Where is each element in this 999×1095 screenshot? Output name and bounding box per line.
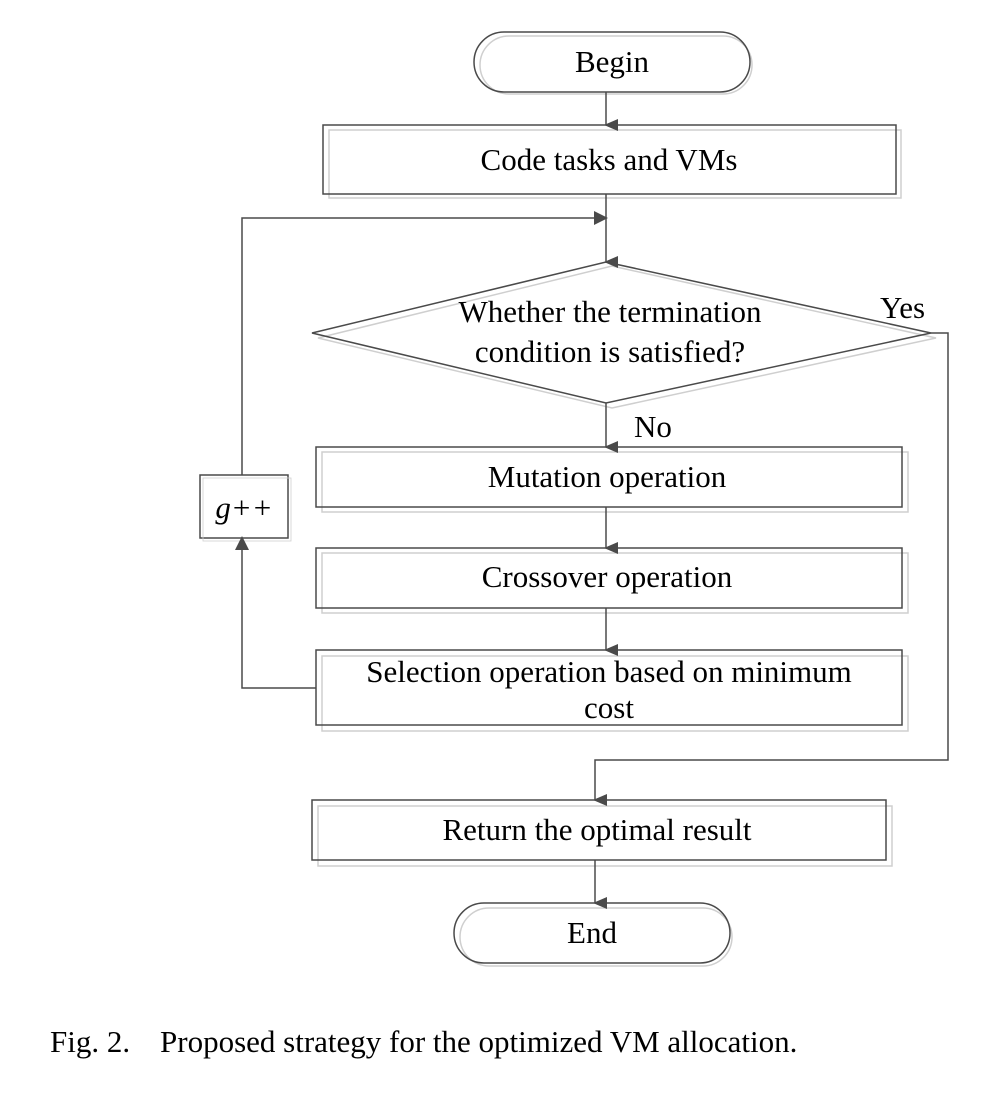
yes-path-to-return [593,332,949,806]
end-terminal: End [453,902,733,967]
no-label: No [634,409,672,444]
increment-label: g++ [215,490,272,525]
decision-line-2: condition is satisfied? [475,334,745,369]
crossover-box: Crossover operation [315,547,909,614]
loop-increment-to-junction [241,211,608,475]
begin-terminal: Begin [473,31,753,95]
loop-selection-to-increment [235,536,316,689]
termination-decision: Whether the termination condition is sat… [311,261,937,409]
figure-number: Fig. 2. [50,1024,130,1059]
return-result-label: Return the optimal result [442,812,751,847]
code-tasks-box: Code tasks and VMs [322,124,902,199]
code-tasks-label: Code tasks and VMs [481,142,738,177]
connectors [235,92,949,909]
return-result-box: Return the optimal result [311,799,893,867]
selection-box: Selection operation based on minimum cos… [315,649,909,732]
decision-line-1: Whether the termination [459,294,762,329]
crossover-label: Crossover operation [482,559,733,594]
end-label: End [567,915,617,950]
mutation-label: Mutation operation [488,459,727,494]
selection-line-1: Selection operation based on minimum [366,654,852,689]
yes-label: Yes [880,290,925,325]
figure-caption: Proposed strategy for the optimized VM a… [160,1024,797,1059]
increment-box: g++ [199,474,292,542]
begin-label: Begin [575,44,650,79]
mutation-box: Mutation operation [315,446,909,513]
selection-line-2: cost [584,690,634,725]
